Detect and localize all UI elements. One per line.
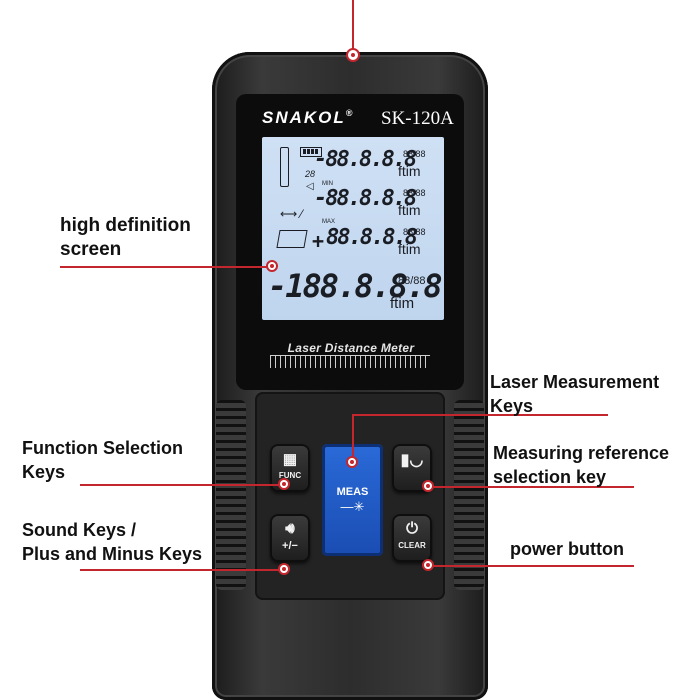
screen-callout-line — [60, 266, 274, 268]
display-row-3-frac: 88/88 — [403, 227, 426, 237]
callout-power-button: power button — [510, 539, 624, 559]
ruler-scale — [270, 355, 430, 368]
callout-screen: high definition screen — [60, 215, 191, 260]
lcd-small-28: 28 — [305, 169, 316, 179]
callout-function-keys: Function Selection Keys — [22, 438, 184, 482]
device-subtitle: Laser Distance Meter — [287, 341, 415, 355]
lcd-small-min: MIN — [322, 181, 333, 187]
right-grip — [454, 400, 484, 590]
grid-icon: ▦ — [282, 451, 298, 468]
laser-key-hotspot — [346, 456, 358, 468]
callout-sound-keys: Sound Keys / Plus and Minus Keys — [22, 520, 203, 564]
power-hotspot — [422, 559, 434, 571]
power-icon: ⏻ — [406, 520, 418, 537]
display-row-2-value: -88.8.8.8 — [314, 186, 417, 211]
function-button-label: FUNC — [278, 471, 302, 480]
reference-callout-line — [428, 486, 634, 488]
sound-button-label: +/− — [282, 540, 298, 552]
laser-callout-line — [352, 414, 608, 416]
power-callout-line — [428, 565, 634, 567]
device-reference-icon — [280, 147, 289, 187]
display-row-1-unit: ftim — [398, 163, 421, 179]
sound-callout-line — [80, 569, 284, 571]
display-row-2-frac: 88/88 — [403, 188, 426, 198]
lcd-small-max: MAX — [322, 219, 336, 225]
power-button[interactable]: ⏻ CLEAR — [392, 514, 432, 562]
display-row-3-value: 88.8.8.8 — [326, 225, 418, 250]
screen-hotspot — [266, 260, 278, 272]
laser-emitter-hotspot — [346, 48, 360, 62]
display-row-1-value: -88.8.8.8 — [314, 147, 417, 172]
power-button-label: CLEAR — [398, 541, 426, 550]
laser-icon: —✳ — [340, 499, 365, 514]
left-grip — [216, 400, 246, 590]
laser-indicator-line — [352, 0, 354, 50]
area-mode-icon — [276, 230, 308, 248]
speaker-icon: 🔊︎ — [285, 520, 295, 537]
lcd-screen: 28 ◁ MIN MAX ⟷ ⁄ -88.8.8.8 ftim 88/88 -8… — [262, 137, 444, 320]
callout-reference-key: Measuring reference selection key — [493, 443, 670, 487]
display-row-1-frac: 88/88 — [403, 149, 426, 159]
distance-mode-icon: ⟷ ⁄ — [280, 207, 303, 221]
display-row-4-frac: 88/88 — [398, 275, 426, 287]
battery-icon — [300, 147, 322, 157]
display-row-3-unit: ftim — [398, 241, 421, 257]
display-row-3-sign: + — [312, 229, 325, 253]
callout-laser-keys: Laser Measurement Keys — [490, 372, 660, 416]
display-row-2-unit: ftim — [398, 202, 421, 218]
sound-indicator-icon: ◁ — [306, 181, 314, 192]
model-number: SK-120A — [381, 108, 454, 129]
function-hotspot — [278, 478, 290, 490]
laser-callout-vline — [352, 414, 354, 462]
brand-logo: SNAKOL® — [262, 108, 355, 127]
sound-button[interactable]: 🔊︎ +/− — [270, 514, 310, 562]
sound-hotspot — [278, 563, 290, 575]
measure-button-label: MEAS — [336, 486, 369, 498]
reference-icon: ▮◡ — [400, 452, 424, 469]
reference-hotspot — [422, 480, 434, 492]
display-row-4-value: -188.8.8.8 — [268, 267, 443, 305]
function-callout-line — [80, 484, 284, 486]
display-row-4-unit: ftim — [390, 295, 415, 312]
